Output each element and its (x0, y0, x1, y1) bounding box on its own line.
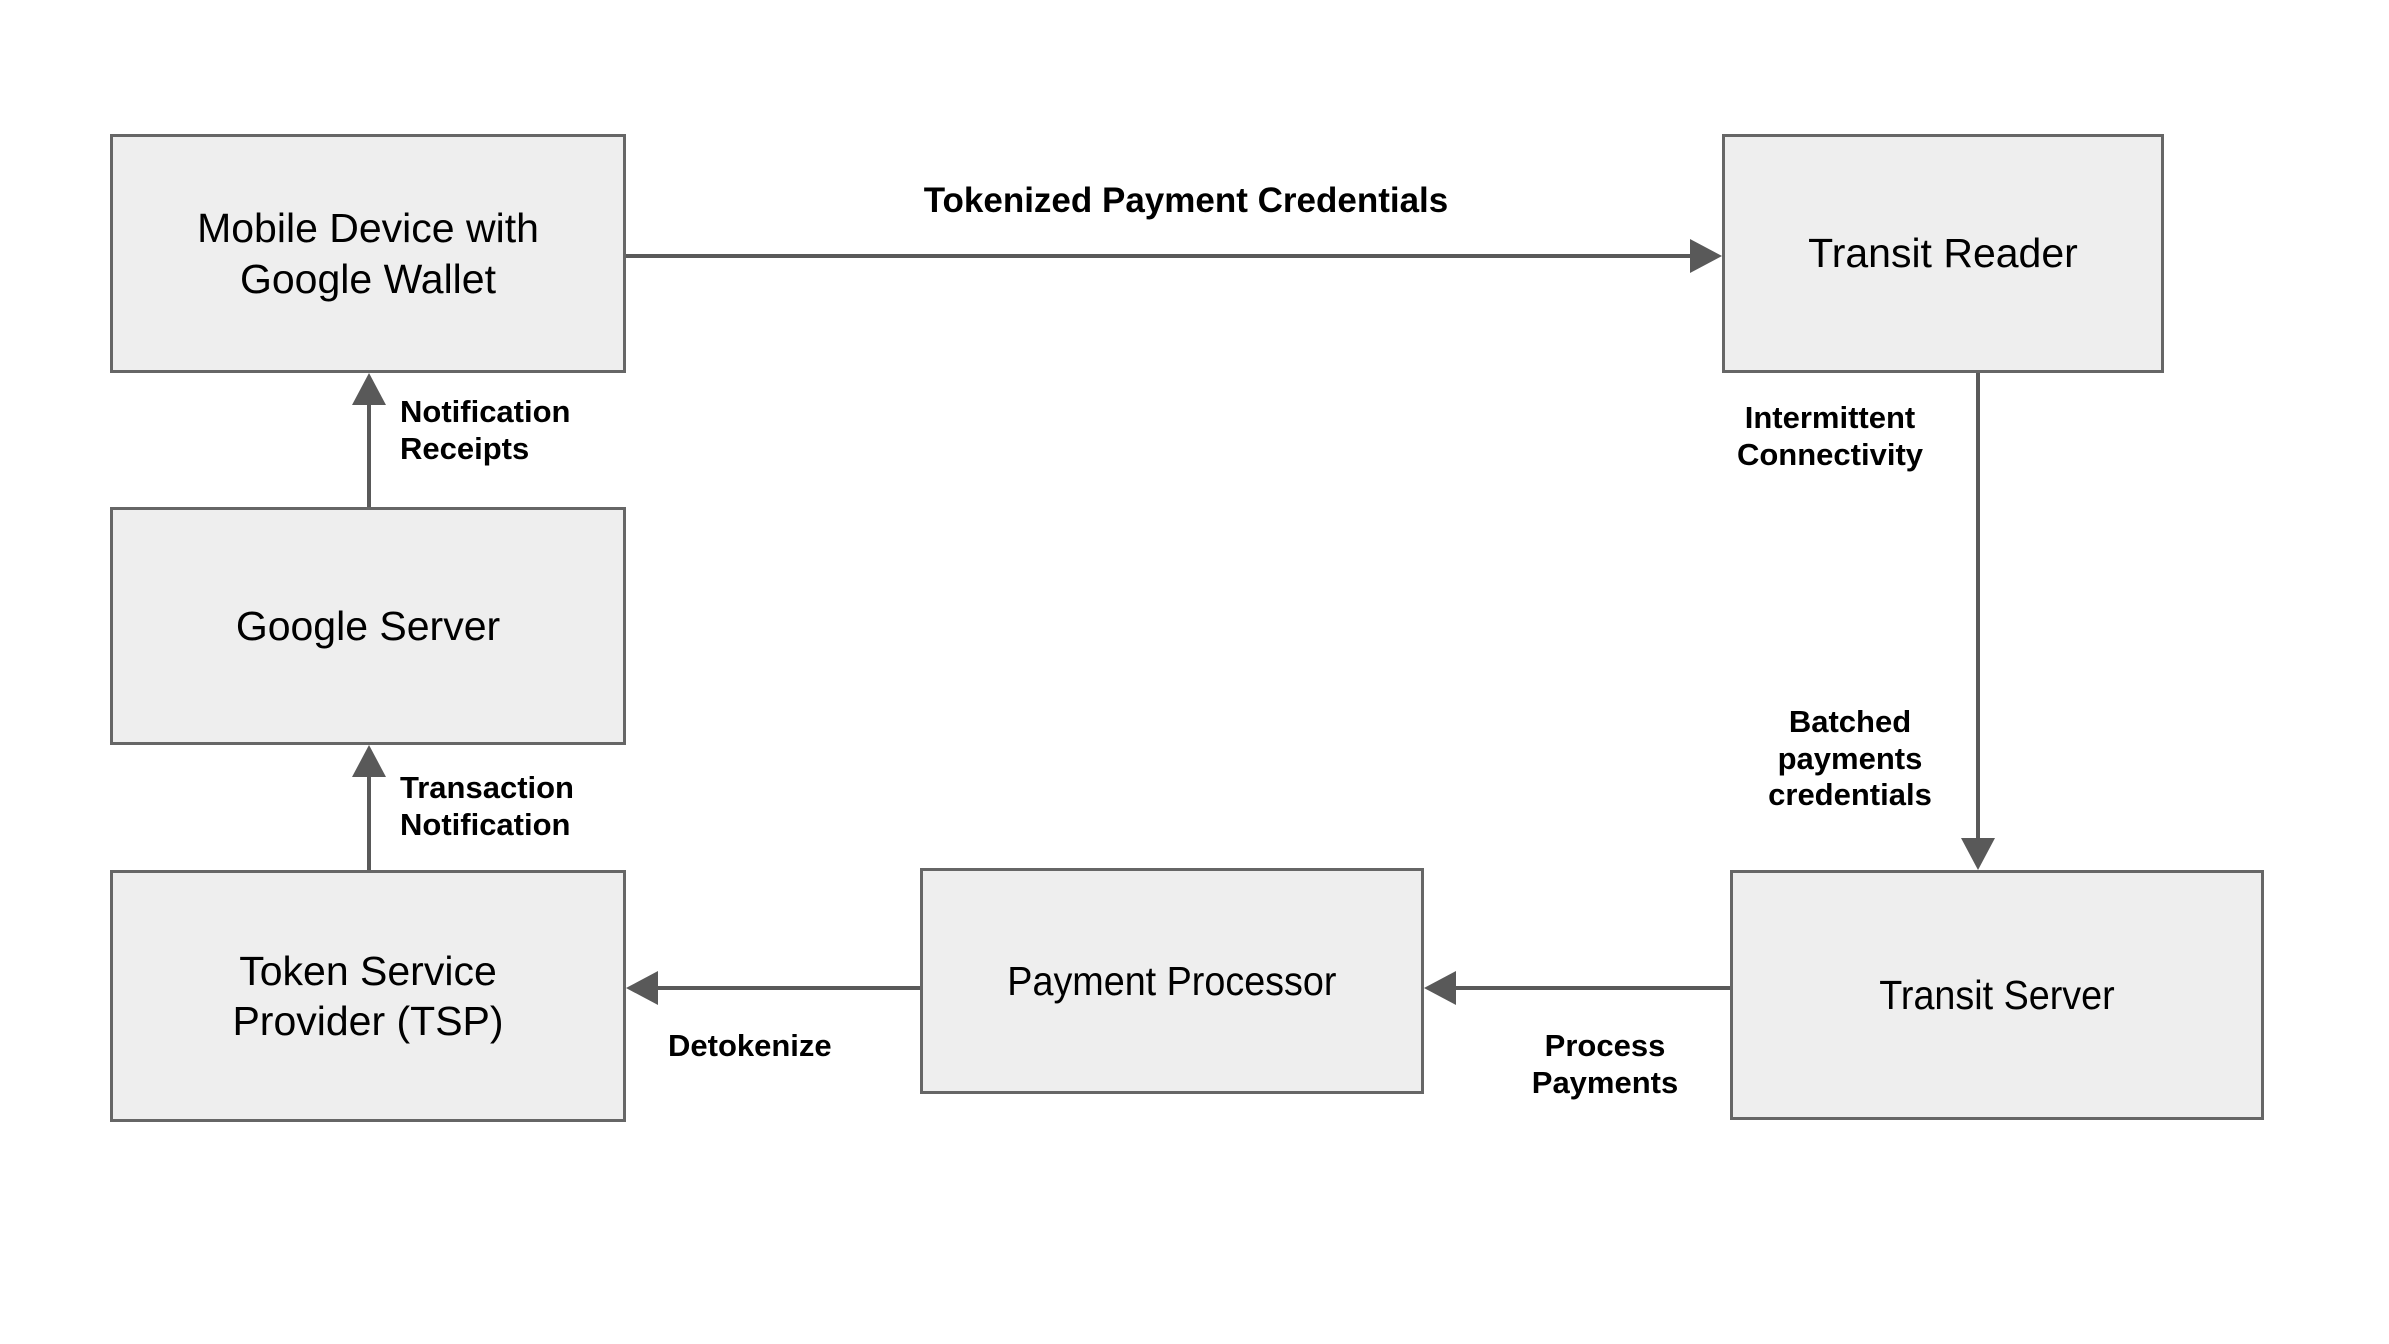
edge-gserver-to-mobile (352, 373, 386, 507)
node-google-server-label: Google Server (235, 602, 501, 649)
edge-label-notification-receipts: Notification Receipts (400, 394, 571, 466)
node-mobile-device-with-google-wallet[interactable]: Mobile Device with Google Wallet (110, 134, 626, 373)
node-token-service-provider[interactable]: Token Service Provider (TSP) (110, 870, 626, 1122)
edge-tsp-to-gserver (352, 745, 386, 870)
edge-tserver-to-processor (1424, 971, 1730, 1005)
node-google-server[interactable]: Google Server (110, 507, 626, 745)
edge-reader-to-tserver (1961, 373, 1995, 870)
edge-label-process-payments: Process Payments (1531, 1028, 1679, 1100)
node-token-service-provider-label: Token Service Provider (TSP) (232, 947, 504, 1044)
edge-processor-to-tsp (626, 971, 920, 1005)
edge-label-batched-payments-credentials: Batched payments credentials (1768, 704, 1932, 813)
edge-label-intermittent-connectivity: Intermittent Connectivity (1736, 400, 1924, 472)
node-transit-reader[interactable]: Transit Reader (1722, 134, 2164, 373)
edge-label-tokenized-payment-credentials: Tokenized Payment Credentials (923, 181, 1449, 220)
node-payment-processor-label: Payment Processor (1007, 957, 1337, 1004)
node-transit-server[interactable]: Transit Server (1730, 870, 2264, 1120)
edge-mobile-to-reader (626, 239, 1722, 273)
edge-label-transaction-notification: Transaction Notification (400, 770, 574, 842)
node-payment-processor[interactable]: Payment Processor (920, 868, 1424, 1094)
node-transit-server-label: Transit Server (1879, 971, 2115, 1018)
node-transit-reader-label: Transit Reader (1808, 230, 2078, 277)
node-mobile-device-label: Mobile Device with Google Wallet (197, 205, 539, 302)
edge-label-detokenize: Detokenize (668, 1028, 832, 1063)
